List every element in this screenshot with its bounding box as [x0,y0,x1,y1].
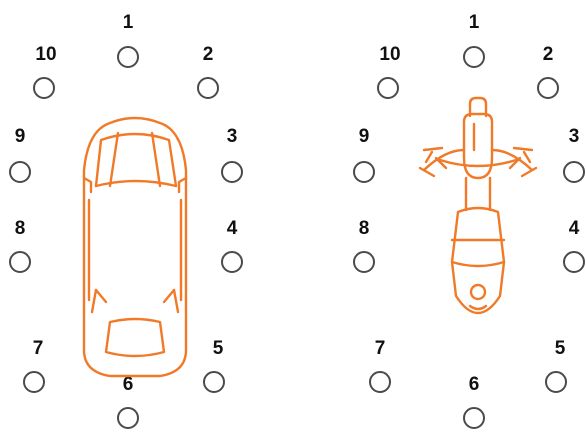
moto-label-10: 10 [379,44,400,65]
moto-label-3: 3 [569,126,580,147]
moto-position-2-marker[interactable] [538,78,558,98]
car-label-8: 8 [15,218,26,239]
car-position-7-marker[interactable] [24,372,44,392]
car-label-3: 3 [227,126,238,147]
motorcycle-top-view-icon [420,98,536,313]
car-position-3-marker[interactable] [222,162,242,182]
car-position-1-marker[interactable] [118,47,138,67]
moto-label-6: 6 [469,374,480,395]
moto-position-10-marker[interactable] [378,78,398,98]
car-position-6-marker[interactable] [118,408,138,428]
moto-position-5-marker[interactable] [546,372,566,392]
car-label-4: 4 [227,218,238,239]
moto-position-7-marker[interactable] [370,372,390,392]
car-label-10: 10 [35,44,56,65]
car-position-4-marker[interactable] [222,252,242,272]
car-diagram: 1 2 3 4 5 6 7 8 9 10 [10,12,242,428]
moto-position-3-marker[interactable] [564,162,584,182]
car-label-9: 9 [15,126,26,147]
moto-label-5: 5 [555,338,566,359]
moto-position-9-marker[interactable] [354,162,374,182]
car-position-9-marker[interactable] [10,162,30,182]
moto-label-9: 9 [359,126,370,147]
moto-label-8: 8 [359,218,370,239]
car-label-7: 7 [33,338,44,359]
moto-label-1: 1 [469,12,480,33]
car-position-5-marker[interactable] [204,372,224,392]
moto-position-1-marker[interactable] [464,47,484,67]
car-top-view-icon [84,118,186,376]
moto-position-8-marker[interactable] [354,252,374,272]
moto-position-4-marker[interactable] [564,252,584,272]
moto-position-6-marker[interactable] [464,408,484,428]
car-label-5: 5 [213,338,224,359]
moto-label-4: 4 [569,218,580,239]
car-position-10-marker[interactable] [34,78,54,98]
moto-label-7: 7 [375,338,386,359]
moto-label-2: 2 [543,44,554,65]
motorcycle-diagram: 1 2 3 4 5 6 7 8 9 10 [354,12,584,428]
car-position-8-marker[interactable] [10,252,30,272]
car-label-1: 1 [123,12,134,33]
car-label-2: 2 [203,44,214,65]
car-position-2-marker[interactable] [198,78,218,98]
